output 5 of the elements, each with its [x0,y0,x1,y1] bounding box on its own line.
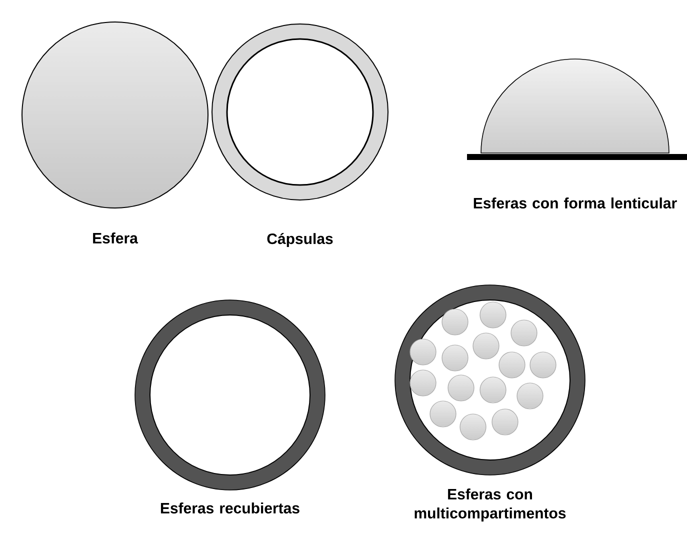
shape-label: Cápsulas [267,232,333,248]
shape-label: Esferas con forma lenticular [474,198,677,208]
shape-label: Esferas recubiertas [160,502,300,514]
shape-label: Esferas con multicompartimentos [414,488,566,522]
shape-label: Esfera [93,232,138,244]
